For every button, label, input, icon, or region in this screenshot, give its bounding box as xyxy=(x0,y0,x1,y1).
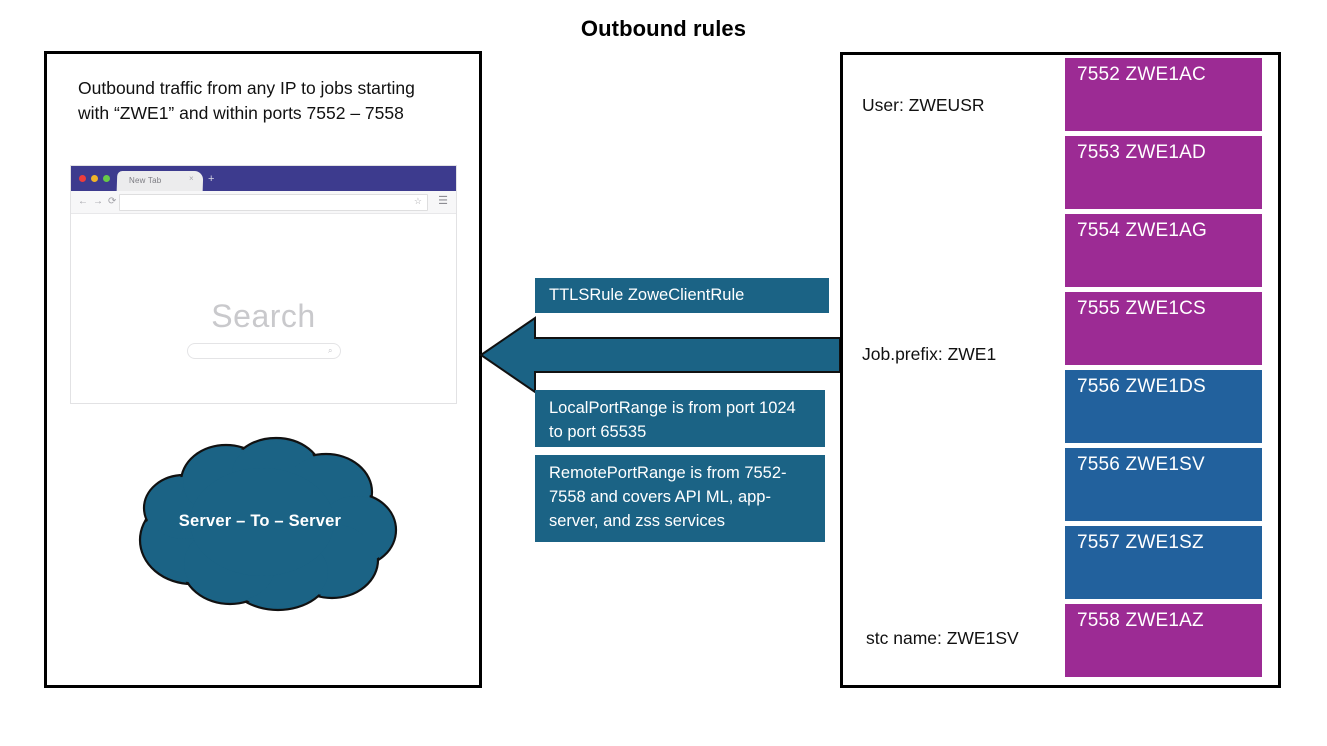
label-stc-name: stc name: ZWE1SV xyxy=(866,628,1019,648)
port-row: 7554 ZWE1AG xyxy=(1065,214,1262,287)
page-title: Outbound rules xyxy=(580,16,747,41)
port-row: 7556 ZWE1SV xyxy=(1065,448,1262,521)
browser-viewport: Search ⌕ xyxy=(71,214,456,403)
hamburger-menu-icon[interactable]: ☰ xyxy=(438,195,448,207)
close-window-icon[interactable] xyxy=(79,175,86,182)
address-bar-input[interactable] xyxy=(119,194,428,211)
port-row: 7553 ZWE1AD xyxy=(1065,136,1262,209)
server-to-server-cloud: Server – To – Server xyxy=(126,430,398,612)
port-row: 7555 ZWE1CS xyxy=(1065,292,1262,365)
outbound-traffic-description: Outbound traffic from any IP to jobs sta… xyxy=(78,78,415,123)
search-heading: Search xyxy=(211,298,316,334)
reload-icon[interactable]: ⟳ xyxy=(108,196,117,207)
port-row: 7558 ZWE1AZ xyxy=(1065,604,1262,677)
minimize-window-icon[interactable] xyxy=(91,175,98,182)
search-icon: ⌕ xyxy=(328,346,333,355)
callout-remote-port-range: RemotePortRange is from 7552-7558 and co… xyxy=(535,455,825,542)
outbound-arrow xyxy=(478,315,842,394)
port-row: 7552 ZWE1AC xyxy=(1065,58,1262,131)
browser-tab-label: New Tab xyxy=(129,176,162,185)
left-arrow-icon xyxy=(479,316,841,394)
new-tab-icon[interactable]: + xyxy=(208,173,215,185)
bookmark-star-icon[interactable]: ☆ xyxy=(413,196,422,206)
close-tab-icon[interactable]: × xyxy=(189,174,194,183)
callout-local-port-range: LocalPortRange is from port 1024 to port… xyxy=(535,390,825,447)
browser-chrome-bar: New Tab × + xyxy=(71,166,456,191)
browser-toolbar: ← → ⟳ ☆ ☰ xyxy=(71,191,456,214)
browser-nav-icons: ← → ⟳ xyxy=(78,196,116,207)
back-icon[interactable]: ← xyxy=(78,196,88,207)
browser-mockup: New Tab × + ← → ⟳ ☆ ☰ Search ⌕ xyxy=(70,165,457,404)
window-traffic-lights xyxy=(79,175,110,182)
label-user: User: ZWEUSR xyxy=(862,95,985,115)
cloud-shape xyxy=(138,436,398,612)
cloud-label: Server – To – Server xyxy=(178,511,342,530)
forward-icon[interactable]: → xyxy=(93,196,103,207)
maximize-window-icon[interactable] xyxy=(103,175,110,182)
label-job-prefix: Job.prefix: ZWE1 xyxy=(862,344,997,364)
search-input[interactable]: ⌕ xyxy=(186,343,341,359)
port-row: 7557 ZWE1SZ xyxy=(1065,526,1262,599)
callout-ttls-rule: TTLSRule ZoweClientRule xyxy=(535,278,829,313)
port-row: 7556 ZWE1DS xyxy=(1065,370,1262,443)
